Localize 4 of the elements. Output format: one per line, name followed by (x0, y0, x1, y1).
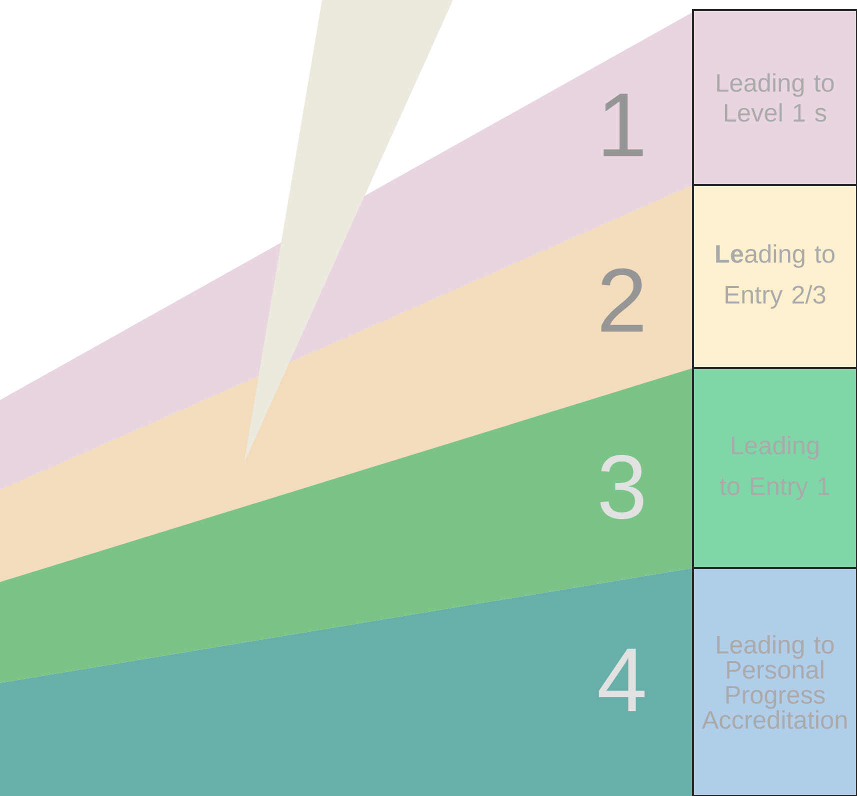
level-box: Leading to Personal Progress Accreditation (692, 567, 857, 796)
band: 4 (0, 568, 693, 796)
level-box: Leading to Level 1 s (692, 9, 857, 186)
level-box: Leading to Entry 2/3 (692, 184, 857, 369)
